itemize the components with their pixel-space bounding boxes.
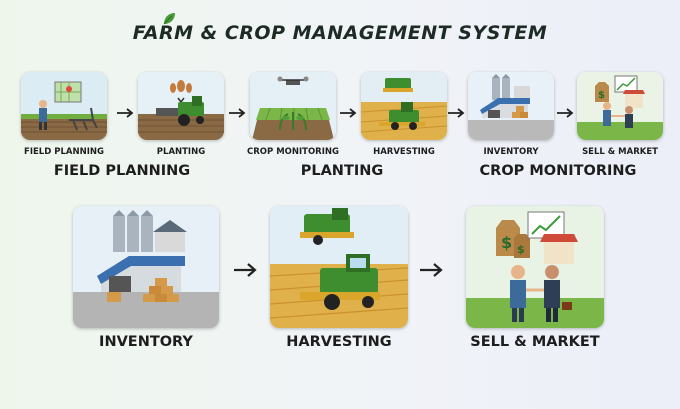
section-heading: CROP MONITORING xyxy=(479,163,637,179)
arrow-right-icon xyxy=(557,108,574,118)
sell-market-large-tile: $ $ xyxy=(466,206,604,328)
svg-text:$: $ xyxy=(517,243,525,256)
step-label: SELL & MARKET xyxy=(470,334,600,350)
step-label: INVENTORY xyxy=(99,334,193,350)
crop-monitoring-tile xyxy=(250,72,336,140)
arrow-right-icon xyxy=(448,108,465,118)
section-heading: PLANTING xyxy=(300,163,384,179)
page-title: FARM & CROP MANAGEMENT SYSTEM xyxy=(132,22,548,44)
inventory-large-illustration xyxy=(73,206,219,328)
crop-monitoring-illustration xyxy=(250,72,336,140)
arrow-right-icon xyxy=(117,108,134,118)
sell-market-large-illustration: $ $ xyxy=(466,206,604,328)
harvesting-large-tile xyxy=(270,206,408,328)
harvesting-tile xyxy=(361,72,447,140)
sell-market-illustration: $ xyxy=(577,72,663,140)
inventory-large-tile xyxy=(73,206,219,328)
arrow-right-icon xyxy=(340,108,357,118)
step-label: PLANTING xyxy=(156,147,206,157)
harvesting-large-illustration xyxy=(270,206,408,328)
step-label: FIELD PLANNING xyxy=(24,147,104,157)
inventory-tile xyxy=(468,72,554,140)
leaf-icon xyxy=(163,13,175,25)
svg-text:$: $ xyxy=(501,233,512,252)
field-planning-illustration xyxy=(21,72,107,140)
planting-illustration xyxy=(138,72,224,140)
section-heading: FIELD PLANNING xyxy=(53,163,191,179)
planting-tile xyxy=(138,72,224,140)
arrow-right-icon xyxy=(420,263,443,277)
step-label: CROP MONITORING xyxy=(247,147,339,157)
step-label: INVENTORY xyxy=(483,147,539,157)
step-label: HARVESTING xyxy=(286,334,392,350)
harvesting-illustration xyxy=(361,72,447,140)
sell-market-tile: $ xyxy=(577,72,663,140)
arrow-right-icon xyxy=(229,108,246,118)
step-label: HARVESTING xyxy=(373,147,435,157)
field-planning-tile xyxy=(21,72,107,140)
step-label: SELL & MARKET xyxy=(582,147,658,157)
inventory-illustration xyxy=(468,72,554,140)
svg-text:$: $ xyxy=(598,90,605,101)
arrow-right-icon xyxy=(234,263,257,277)
